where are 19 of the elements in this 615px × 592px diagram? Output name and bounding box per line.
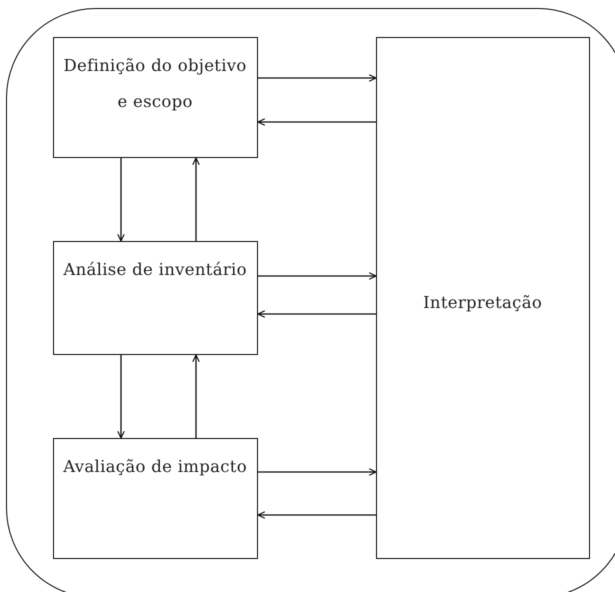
arrow [258, 74, 377, 82]
arrow [192, 354, 200, 438]
arrow [257, 310, 376, 318]
arrow [258, 272, 377, 280]
process-box [52, 438, 258, 559]
rounded-frame [6, 8, 615, 592]
process-box [376, 36, 590, 559]
box-label: Análise de inventário [63, 258, 247, 281]
process-box [52, 240, 258, 355]
box-label: Avaliação de impacto [63, 456, 247, 478]
arrow [117, 158, 125, 242]
arrow [117, 355, 125, 439]
arrow [257, 511, 376, 519]
arrow [192, 157, 200, 241]
arrow [257, 118, 376, 126]
box-label: Interpretação [423, 292, 542, 314]
process-box [52, 36, 258, 158]
box-label: Definição do objetivo e escopo [62, 54, 248, 113]
arrow [258, 468, 377, 476]
